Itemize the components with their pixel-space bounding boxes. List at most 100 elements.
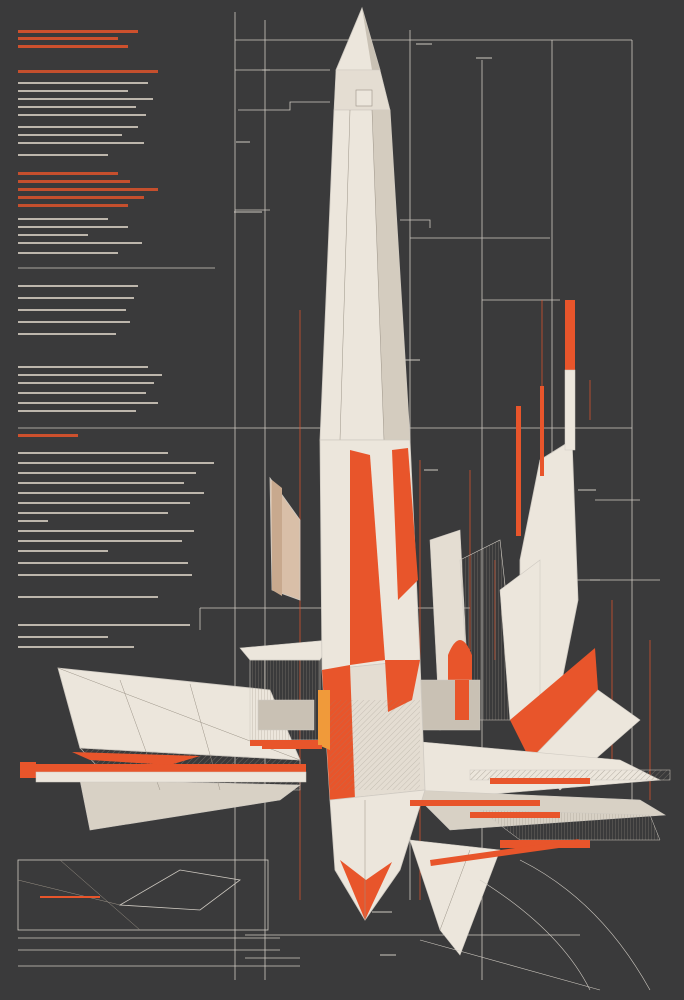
left-fin-edge [272, 480, 282, 596]
text-line [18, 452, 168, 454]
text-line [18, 297, 134, 299]
right-swept-accent [510, 648, 598, 760]
inset-shape [118, 869, 241, 911]
text-line [18, 204, 128, 207]
text-block-middle [18, 172, 158, 254]
text-line [18, 492, 204, 494]
leader-3 [400, 219, 431, 228]
text-line [18, 154, 108, 156]
member [429, 839, 580, 866]
right-antenna-mid [564, 369, 576, 451]
text-line [18, 624, 190, 626]
rocket-tail-accent [340, 860, 392, 920]
text-line [18, 188, 158, 191]
arc-line [419, 939, 601, 991]
text-line [18, 402, 158, 404]
inset-diagram [17, 859, 269, 931]
text-line [18, 482, 184, 484]
rocket-lower-stripe-right [385, 660, 420, 712]
pylon-stripe [250, 740, 320, 746]
text-line [18, 218, 108, 220]
text-line [18, 472, 196, 474]
text-line [18, 374, 162, 376]
text-line [18, 134, 122, 136]
text-line [18, 106, 136, 108]
member [262, 745, 322, 749]
text-line [18, 366, 148, 368]
rocket-nose-shade [362, 8, 380, 70]
right-platform-stripe [490, 778, 590, 784]
left-wing [20, 667, 307, 831]
text-line [18, 636, 108, 638]
fin-rib [439, 849, 471, 931]
right-block-accent [455, 680, 469, 720]
pylon-box [257, 699, 315, 731]
text-line [18, 30, 138, 33]
wing-tip-accent [20, 762, 36, 778]
text-line [18, 540, 182, 542]
left-pylon [239, 639, 331, 746]
text-line [18, 410, 136, 412]
leader-1 [238, 101, 330, 111]
rocket-mid-stripe [350, 450, 385, 665]
orange-members [262, 745, 580, 866]
text-line [18, 462, 214, 464]
left-fin [269, 476, 301, 601]
text-line [18, 37, 118, 40]
text-line [18, 520, 48, 522]
text-line [18, 252, 118, 254]
inset-label-line [40, 896, 100, 898]
text-line [18, 512, 168, 514]
text-line [18, 382, 154, 384]
text-line [18, 596, 158, 598]
inset-line [59, 859, 141, 931]
text-line [18, 502, 190, 504]
inset-line [17, 879, 121, 906]
text-line [18, 82, 148, 84]
text-line [18, 98, 153, 100]
text-line [18, 196, 144, 199]
text-line [18, 550, 108, 552]
tick-marks [234, 43, 600, 956]
text-line [18, 70, 158, 73]
right-lower-fin [409, 839, 501, 956]
rocket [318, 6, 426, 921]
text-line [18, 392, 146, 394]
left-wing-accent [72, 752, 200, 765]
right-platform-stripe-2 [470, 812, 560, 818]
rocket-upper-shade [372, 110, 410, 440]
text-block-top [18, 30, 158, 156]
text-line [18, 172, 118, 175]
text-line [18, 90, 128, 92]
right-tower-structure [419, 300, 641, 791]
right-mast-1 [516, 406, 521, 536]
text-block-lower [18, 285, 214, 648]
text-line [18, 333, 116, 335]
text-line [18, 126, 138, 128]
arc [519, 859, 651, 991]
text-line [18, 242, 142, 244]
text-line [18, 309, 126, 311]
rocket-lower-hatch [330, 700, 420, 790]
left-wing-spar [35, 771, 307, 783]
text-line [18, 574, 192, 576]
text-line [18, 226, 128, 228]
text-line [18, 114, 146, 116]
text-line [18, 530, 194, 532]
right-antenna-top [565, 300, 575, 370]
arc [479, 879, 591, 991]
rocket-orange-panel [318, 690, 330, 750]
rocket-window [355, 89, 373, 107]
right-mast-2 [540, 386, 544, 476]
rocket-seam [339, 109, 351, 441]
text-line [18, 285, 138, 287]
construction-arcs [419, 859, 651, 991]
text-line [18, 321, 130, 323]
right-block [419, 679, 481, 731]
text-line [18, 234, 88, 236]
rocket-seam [371, 109, 385, 441]
text-line [18, 646, 134, 648]
text-line [18, 180, 130, 183]
